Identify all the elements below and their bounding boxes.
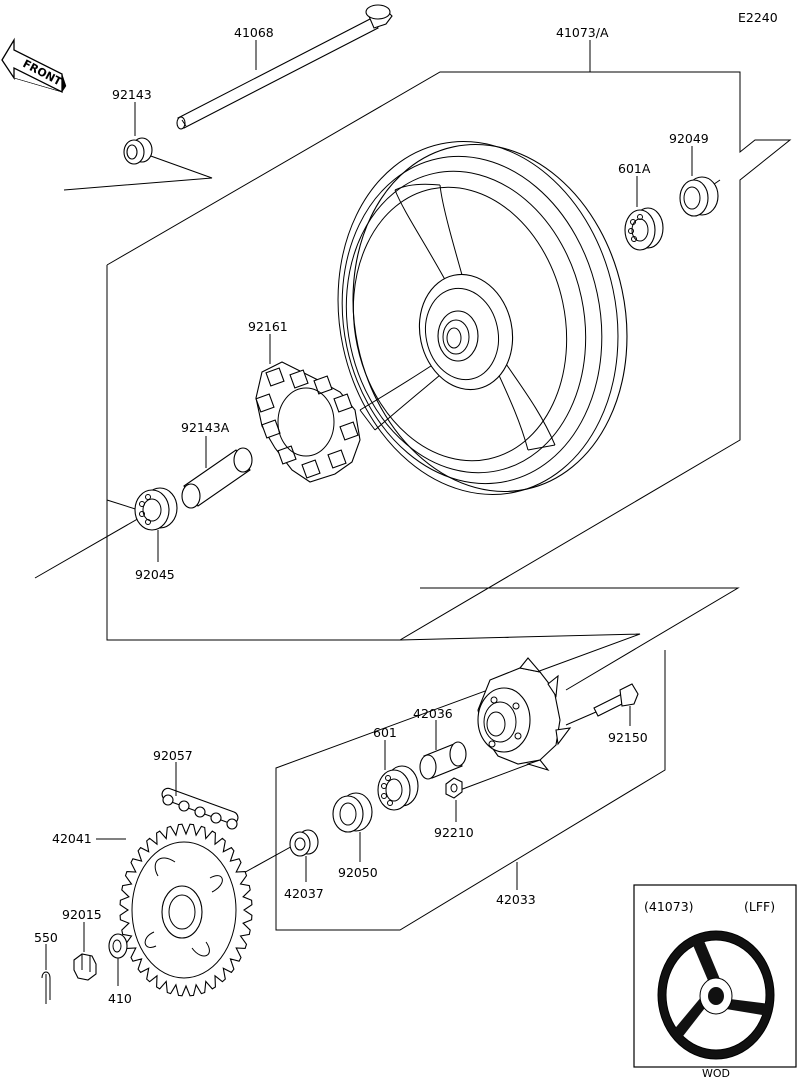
sprocket-washer <box>108 933 128 959</box>
sprocket-nut <box>73 953 97 981</box>
axle <box>176 4 393 130</box>
sprocket-coupling <box>477 657 572 772</box>
label-oil-seal-right: 92049 <box>669 131 709 146</box>
spacer-tube <box>181 447 253 509</box>
label-wheel: 41073/A <box>556 25 609 40</box>
label-coupling-collar: 42037 <box>284 886 324 901</box>
label-sprocket-nut: 92015 <box>62 907 102 922</box>
coupling-nut <box>445 777 463 799</box>
variant-inset: (41073) (LFF) WOD <box>633 884 797 1079</box>
label-bearing-right: 601A <box>618 161 651 176</box>
inset-footer: WOD <box>702 1067 730 1079</box>
label-axle: 41068 <box>234 25 274 40</box>
cotter-pin <box>41 971 51 1004</box>
label-spacer: 92143A <box>181 420 230 435</box>
rear-sprocket <box>119 823 253 997</box>
coupling-collar <box>289 829 319 857</box>
inset-option: (LFF) <box>744 899 775 914</box>
coupling-assembly-boundary <box>275 633 666 931</box>
front-arrow-icon: FRONT <box>1 37 67 94</box>
label-washer: 410 <box>108 991 132 1006</box>
bearing-coupling <box>377 765 419 811</box>
label-bearing-left: 92045 <box>135 567 175 582</box>
coupling-stud <box>593 683 639 717</box>
bearing-right <box>624 207 664 251</box>
wheel-coupling-link <box>420 587 740 691</box>
stud-centerline <box>565 711 597 726</box>
rear-wheel <box>337 141 628 495</box>
label-collar-left: 92143 <box>112 87 152 102</box>
coupling-sleeve <box>419 741 467 780</box>
inset-ref: (41073) <box>644 899 694 914</box>
label-damper: 92161 <box>248 319 288 334</box>
label-sleeve: 42036 <box>413 706 453 721</box>
collar-left <box>123 137 153 165</box>
label-stud: 92150 <box>608 730 648 745</box>
axle-centerline-upper <box>63 154 213 191</box>
label-coupling-nut: 92210 <box>434 825 474 840</box>
coupling-centerline <box>459 759 541 791</box>
wheel-assembly-boundary <box>106 71 792 641</box>
label-bearing-coupling: 601 <box>373 725 397 740</box>
sprocket-centerline <box>239 843 297 876</box>
wheel-damper <box>255 361 361 483</box>
label-chain: 92057 <box>153 748 193 763</box>
oil-seal-coupling <box>332 792 373 833</box>
oil-seal-right <box>679 176 719 217</box>
chain-link <box>161 787 239 830</box>
label-sprocket: 42041 <box>52 831 92 846</box>
label-oil-seal-coupling: 92050 <box>338 865 378 880</box>
axle-centerline-lower <box>34 499 150 579</box>
inset-wheel <box>657 930 775 1060</box>
label-coupling: 42033 <box>496 892 536 907</box>
diagram-code: E2240 <box>738 10 778 25</box>
bearing-left <box>134 487 178 531</box>
label-cotter-pin: 550 <box>34 930 58 945</box>
